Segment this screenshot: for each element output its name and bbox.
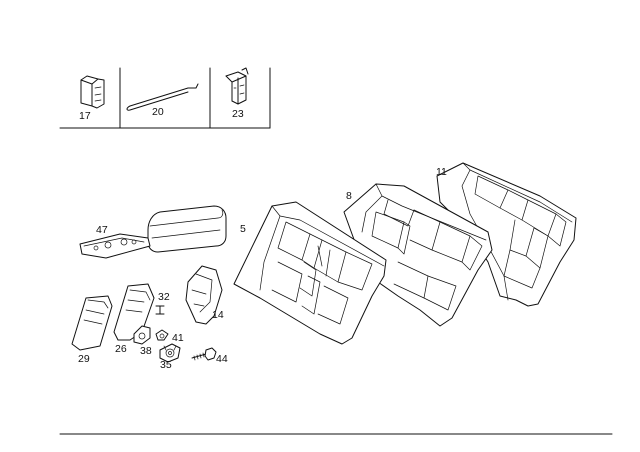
label-5: 5 [240,223,246,235]
backrest-11-icon [436,162,577,307]
rod-20-icon [126,83,199,111]
clip-17-icon [80,75,105,109]
label-23: 23 [232,108,244,120]
armrest-body-icon [147,205,227,253]
cushion-pad-14-icon [185,265,223,325]
label-44: 44 [216,353,228,365]
label-35: 35 [160,359,172,371]
label-8: 8 [346,190,352,202]
label-20: 20 [152,106,164,118]
spring-41-icon [155,329,169,341]
label-14: 14 [212,309,224,321]
label-41: 41 [172,332,184,344]
label-26: 26 [115,343,127,355]
backrest-8-icon [343,183,493,327]
label-32: 32 [158,291,170,303]
label-29: 29 [78,353,90,365]
bracket-38-icon [133,325,151,345]
inset-table: 17 20 23 [59,67,271,129]
label-38: 38 [140,345,152,357]
clip-23-icon [225,67,249,105]
washer-35-icon [159,343,181,363]
label-47: 47 [96,224,108,236]
armrest-base-47-icon [79,233,151,259]
cover-29-icon [71,295,113,351]
backrest-5-icon [233,201,387,345]
label-17: 17 [79,110,91,122]
label-11: 11 [436,166,447,178]
clip-32-icon [155,305,165,315]
screw-44-icon [191,347,217,361]
